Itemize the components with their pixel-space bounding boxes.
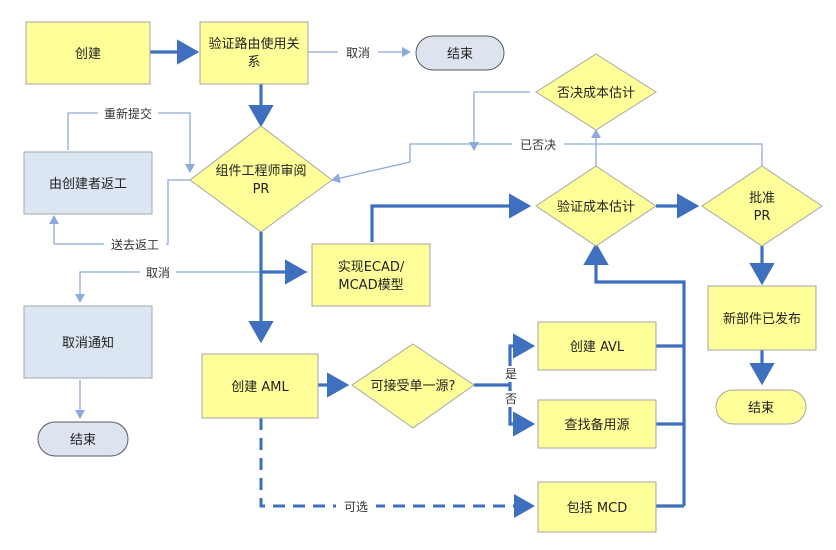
node-rework-by-creator[interactable]	[23, 151, 153, 215]
label-bg-send-rework	[104, 236, 166, 252]
node-include-mcd-label: 包括 MCD	[567, 501, 627, 516]
node-end-right-label: 结束	[748, 401, 774, 416]
edge-send-rework	[49, 179, 192, 245]
label-bg-yes	[504, 366, 518, 382]
label-resubmit: 重新提交	[104, 106, 152, 121]
node-create-avl[interactable]	[537, 321, 657, 371]
node-verify-route-line2: 系	[247, 55, 260, 70]
node-create-aml[interactable]	[201, 353, 319, 419]
edge-return-to-cost	[583, 242, 686, 506]
node-create-label: 创建	[75, 47, 101, 62]
edge-optional-mcd	[259, 418, 535, 518]
node-create-aml-label: 创建 AML	[231, 380, 289, 395]
node-cancel-notice[interactable]	[23, 305, 153, 379]
node-reject-cost[interactable]	[535, 53, 657, 131]
node-find-alt-source-label: 查找备用源	[564, 417, 629, 433]
edge-rejected	[331, 143, 763, 184]
node-single-source[interactable]	[351, 343, 475, 429]
label-no: 否	[505, 392, 517, 406]
label-cancel-mid: 取消	[146, 266, 170, 280]
label-send-rework: 送去返工	[111, 237, 159, 252]
edge-model-to-cost	[370, 193, 532, 242]
node-implement-model-line1: 实现ECAD/	[338, 260, 405, 275]
node-verify-route-line1: 验证路由使用关	[208, 36, 299, 52]
node-implement-model[interactable]	[311, 243, 431, 307]
node-end-top[interactable]	[415, 35, 505, 71]
node-end-right[interactable]	[715, 389, 807, 425]
label-bg-cancel-top	[338, 44, 378, 60]
node-create-avl-label: 创建 AVL	[570, 340, 625, 355]
node-verify-cost[interactable]	[535, 165, 657, 247]
node-new-part-released-label: 新部件已发布	[723, 311, 801, 327]
node-reject-cost-label: 否决成本估计	[557, 86, 635, 101]
label-bg-cancel-mid	[140, 264, 176, 280]
node-new-part-released[interactable]	[707, 285, 817, 351]
label-optional: 可选	[344, 500, 368, 514]
node-approve-pr-line1: 批准	[749, 191, 775, 206]
node-verify-route[interactable]	[199, 21, 309, 85]
node-create[interactable]	[25, 21, 151, 85]
node-end-top-label: 结束	[447, 47, 473, 62]
node-rework-label: 由创建者返工	[49, 177, 127, 192]
label-rejected: 已否决	[520, 138, 556, 152]
node-verify-cost-label: 验证成本估计	[557, 199, 635, 215]
node-find-alt-source[interactable]	[537, 399, 657, 449]
node-approve-pr[interactable]	[701, 165, 823, 247]
edge-cancel-mid	[75, 271, 308, 303]
label-bg-resubmit	[98, 105, 158, 121]
label-bg-no	[504, 391, 518, 407]
node-component-review[interactable]	[189, 125, 333, 233]
node-approve-pr-line2: PR	[754, 209, 771, 224]
edge-reject-loop	[469, 91, 530, 151]
node-single-source-label: 可接受单一源?	[371, 378, 456, 394]
label-bg-optional	[336, 498, 376, 514]
node-include-mcd[interactable]	[537, 481, 657, 533]
node-end-left-label: 结束	[70, 433, 96, 448]
node-end-left[interactable]	[37, 421, 129, 457]
label-yes: 是	[505, 367, 517, 381]
node-implement-model-line2: MCAD模型	[338, 278, 403, 293]
node-cancel-notice-label: 取消通知	[62, 335, 114, 351]
label-cancel-top: 取消	[346, 46, 370, 60]
node-component-review-line1: 组件工程师审阅	[215, 164, 306, 179]
node-component-review-line2: PR	[253, 182, 270, 197]
label-bg-rejected	[512, 136, 564, 152]
